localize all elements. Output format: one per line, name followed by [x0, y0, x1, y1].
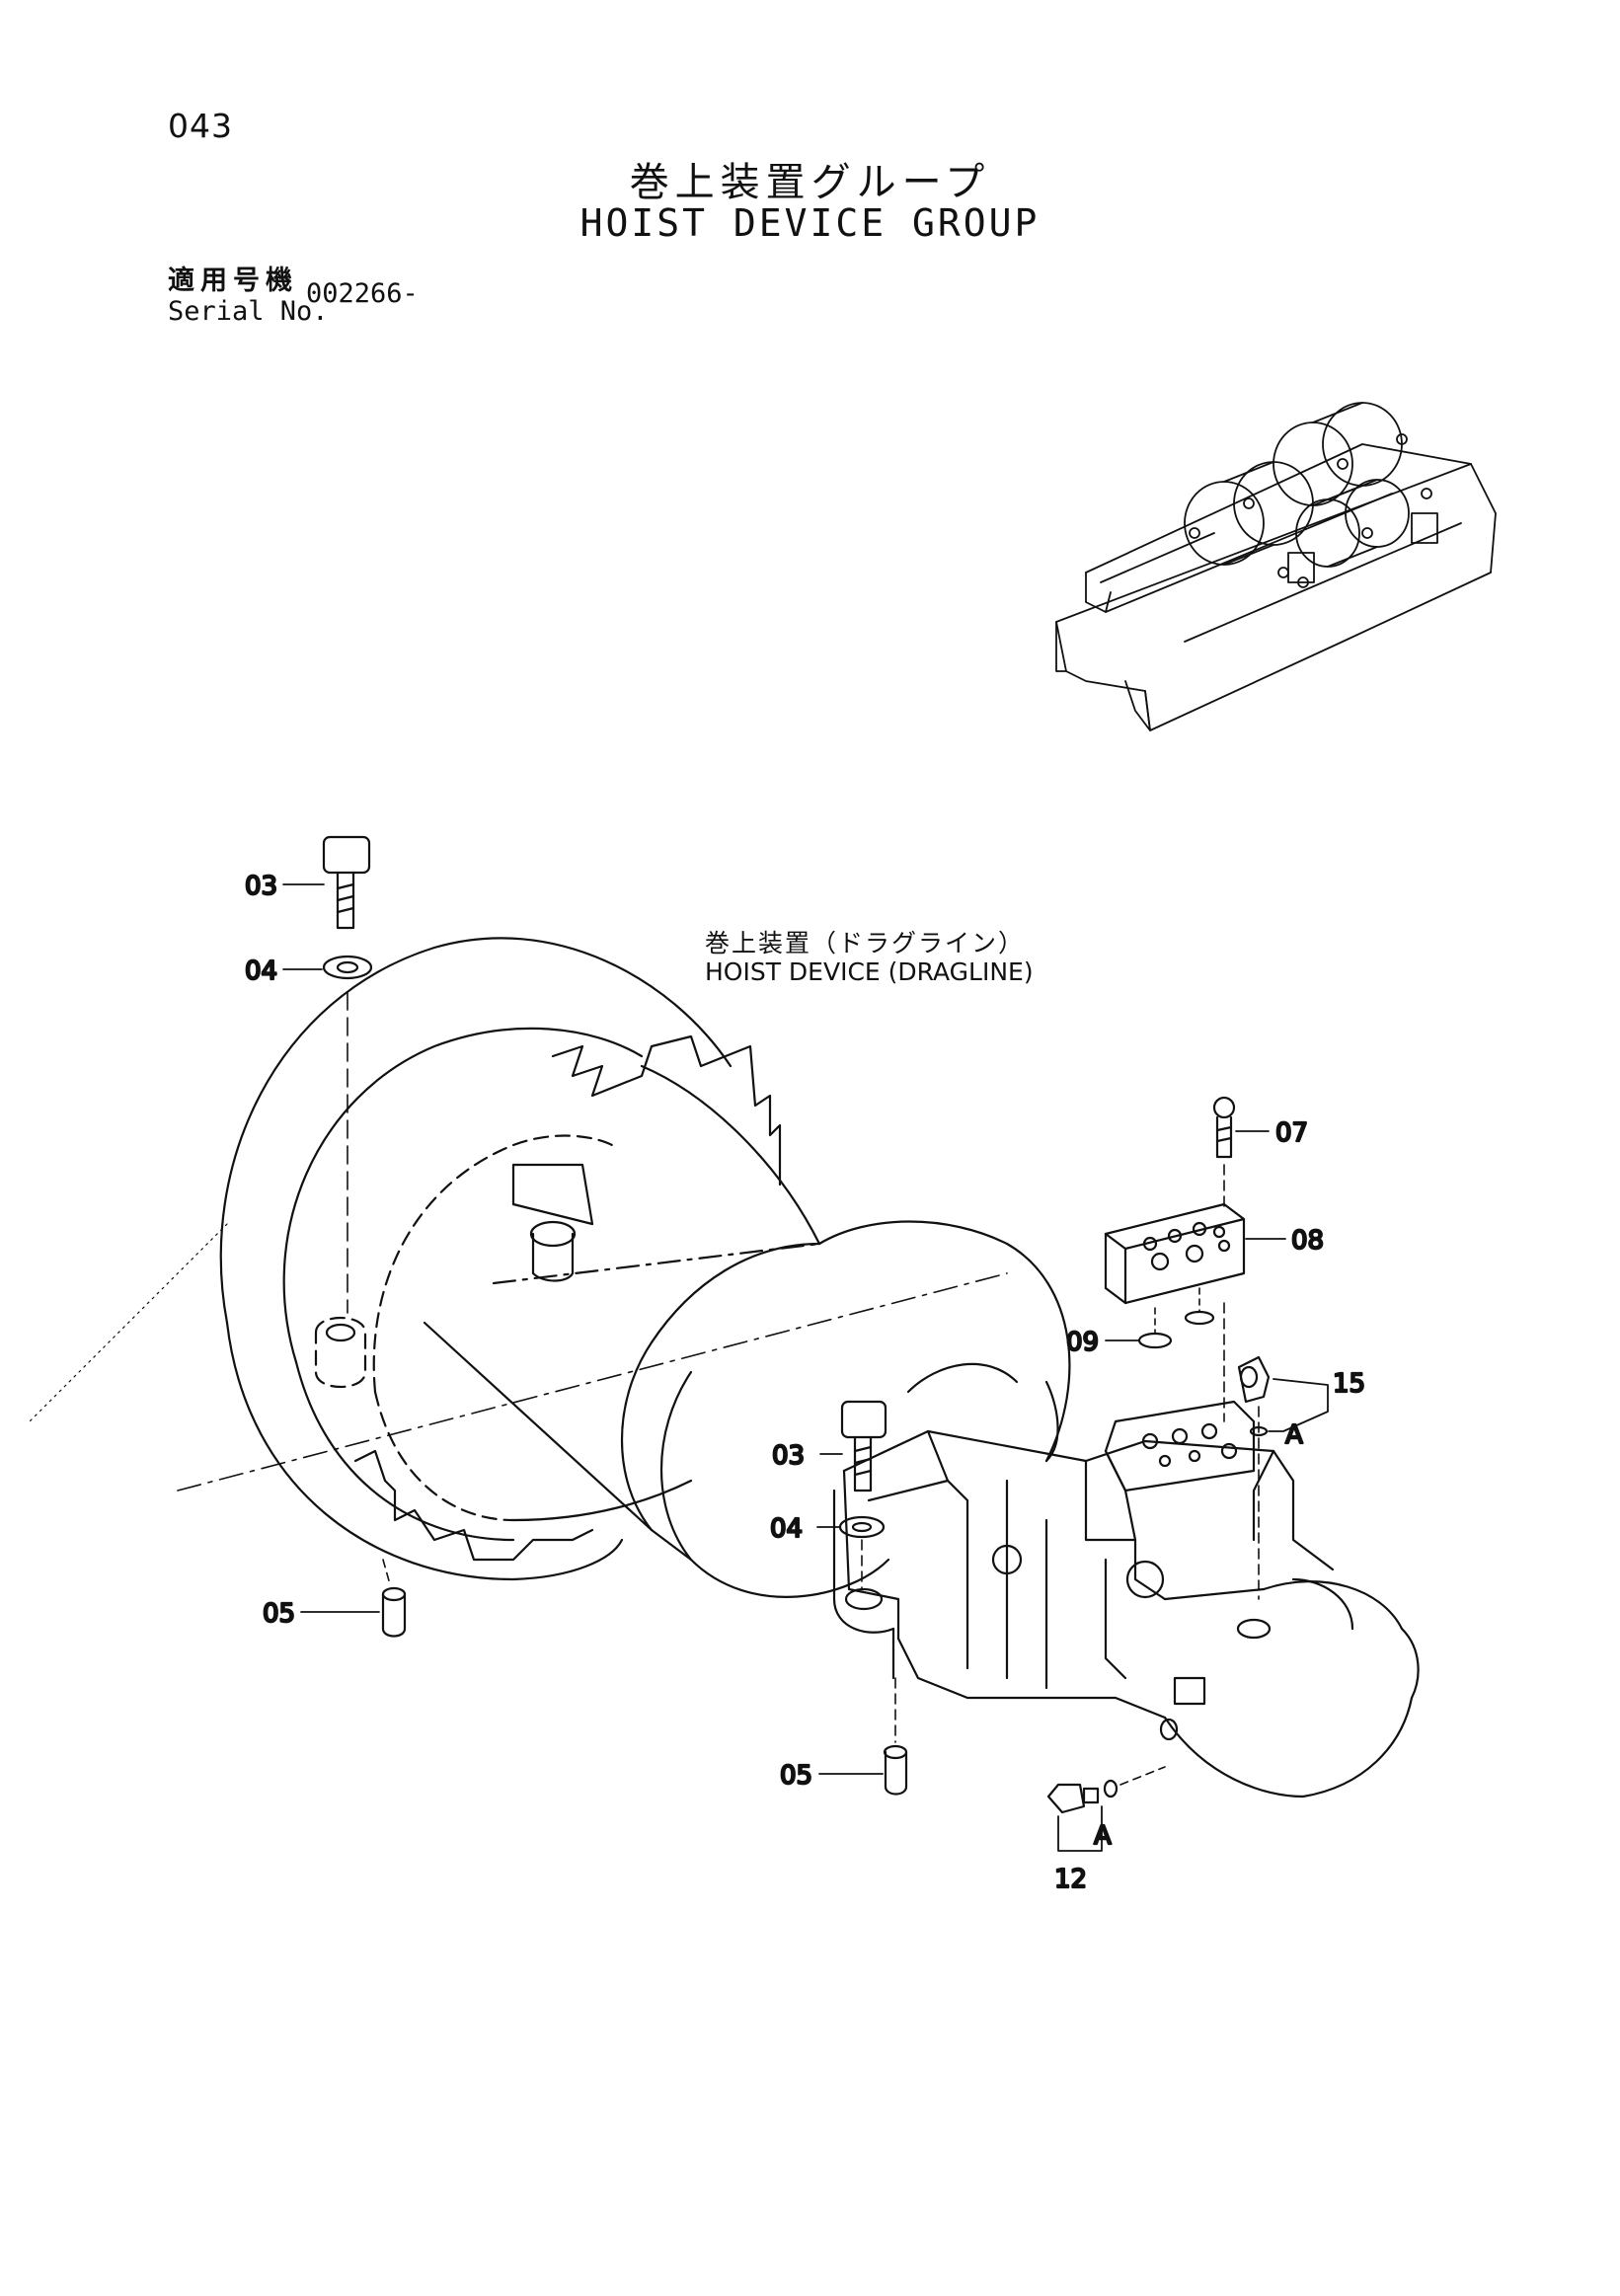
assembly-label-japanese: 巻上装置（ドラグライン）	[705, 929, 1026, 957]
assembly-label-english: HOIST DEVICE (DRAGLINE)	[705, 957, 1034, 986]
washer-04-left-hole	[336, 960, 359, 974]
callout-03-left: 03	[245, 872, 277, 901]
page-title-english: HOIST DEVICE GROUP	[579, 201, 1041, 245]
callout-05-lower: 05	[780, 1761, 812, 1791]
callout-12: 12	[1054, 1865, 1087, 1894]
hydraulic-motor	[842, 1400, 1420, 1799]
serial-label-japanese: 適用号機	[168, 266, 298, 296]
page-number: 043	[168, 107, 233, 145]
callout-07: 07	[1275, 1118, 1308, 1148]
callout-leaders	[282, 883, 1329, 1852]
elbow-fitting-15	[1237, 1355, 1271, 1404]
bolt-03-right	[840, 1400, 887, 1492]
seal-ring-a-lower	[1103, 1779, 1119, 1799]
oring-09-a	[1137, 1332, 1173, 1349]
serial-number-value: 002266-	[306, 278, 419, 309]
callout-04-right: 04	[770, 1514, 803, 1544]
callout-15: 15	[1333, 1369, 1365, 1399]
mounting-bracket	[832, 1489, 895, 1680]
bolt-07	[1212, 1096, 1236, 1159]
washer-04-right	[838, 1515, 886, 1539]
oring-09-b	[1184, 1310, 1215, 1326]
serial-label-english: Serial No.	[168, 296, 329, 327]
valve-plate	[1104, 1202, 1246, 1305]
reference-a-lower: A	[1094, 1821, 1112, 1851]
pin-05-left	[381, 1586, 407, 1638]
callout-04-left: 04	[245, 957, 277, 986]
callout-08: 08	[1291, 1226, 1324, 1256]
hoist-drum	[177, 937, 1071, 1598]
bolt-03-left	[322, 835, 371, 930]
callout-03-right: 03	[772, 1441, 805, 1471]
fitting-12	[1046, 1783, 1100, 1814]
dotted-guideline	[29, 1223, 228, 1422]
washer-04-left	[322, 955, 373, 980]
reference-a-upper: A	[1285, 1420, 1303, 1450]
pin-05-lower	[883, 1744, 908, 1796]
page-title-japanese: 巻上装置グループ	[629, 160, 991, 205]
callout-09: 09	[1066, 1328, 1099, 1357]
port-ring	[1236, 1618, 1272, 1640]
washer-04-right-hole	[851, 1521, 873, 1533]
machine-location-thumbnail	[1055, 402, 1497, 731]
callout-05-left: 05	[263, 1599, 295, 1629]
